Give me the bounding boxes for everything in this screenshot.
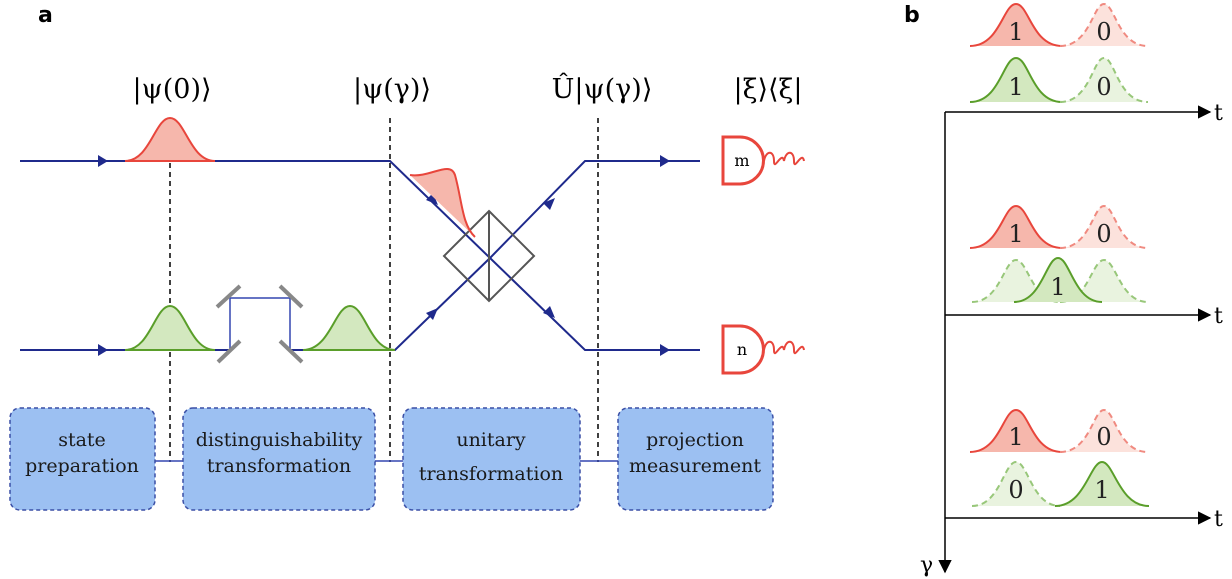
stage-1-line-2: preparation [25,455,139,477]
green-wavepacket-delayed [302,304,396,351]
row-1: 1 0 1 0 [969,2,1149,103]
stage-box-distinguishability: distinguishability transformation [182,407,376,511]
row1-red-dashed-pulse [1059,2,1149,47]
stage-2-line-2: transformation [207,455,351,477]
beam-arrows [98,155,670,356]
row2-red-solid-value: 1 [1008,220,1023,248]
time-axis-1-label: t [1214,101,1223,126]
row1-red-dashed-value: 0 [1096,18,1111,46]
detector-n: n [721,324,805,375]
row2-red-dashed-value: 0 [1096,220,1111,248]
row1-green-dashed-pulse [1059,56,1149,103]
arrow-diag-2 [426,308,438,320]
detector-m-label: m [734,151,749,170]
row-3: 1 0 0 1 [969,408,1150,507]
row1-green-solid-pulse [969,56,1063,103]
mirror-2 [278,284,304,309]
mirror-1 [215,284,242,309]
arrow-bottom-in [98,344,108,356]
delay-mirrors [215,284,304,364]
row3-red-dashed-pulse [1059,408,1149,453]
row1-green-dashed-value: 0 [1096,73,1111,101]
row3-green-dashed-pulse [971,460,1061,507]
mirror-4 [278,339,304,364]
row2-green-solid-value: 1 [1050,273,1065,301]
state-label-u-psi-gamma: Û|ψ(γ)⟩ [552,71,653,105]
row1-red-solid-pulse [969,2,1063,47]
detector-n-coil-icon [763,340,805,355]
state-label-projector: |ξ⟩⟨ξ| [733,74,802,105]
stage-2-line-1: distinguishability [196,429,363,451]
arrow-diag-4 [543,306,555,318]
green-wavepacket-input [124,304,216,351]
stage-4-line-2: measurement [629,455,761,477]
panel-b-label: b [904,3,920,28]
panel-a-label: a [38,3,53,28]
detector-m-coil-icon [763,151,805,166]
row3-green-dashed-value: 0 [1008,476,1023,504]
time-axis-3-label: t [1214,507,1223,532]
gamma-axis-label: γ [920,553,933,578]
row1-red-solid-value: 1 [1008,18,1023,46]
stage-3-line-1: unitary [456,429,526,451]
arrow-bottom-out [660,344,670,356]
row3-red-dashed-value: 0 [1096,423,1111,451]
row1-green-solid-value: 1 [1008,73,1023,101]
red-wavepacket-input [124,116,216,162]
row3-green-solid-pulse [1054,460,1150,507]
stage-3-line-2: transformation [419,463,563,485]
row3-red-solid-value: 1 [1008,423,1023,451]
stage-box-unitary: unitary transformation [402,407,581,511]
detector-m: m [721,135,805,186]
arrow-top-out [660,155,670,167]
arrow-diag-3 [543,198,555,210]
arrow-top-in [98,155,108,167]
red-wavepacket-splitter [409,168,476,238]
row2-red-solid-pulse [969,204,1063,249]
arrow-diag-1 [426,193,438,205]
mirror-3 [216,339,242,364]
stage-box-state-preparation: state preparation [9,407,156,511]
stage-4-line-1: projection [646,429,744,451]
row2-red-dashed-pulse [1059,204,1149,249]
dashed-guides [169,118,599,462]
detector-n-label: n [737,340,747,359]
row3-red-solid-pulse [969,408,1063,453]
stage-1-line-1: state [58,429,106,451]
beam-splitter [442,209,536,303]
stage-box-projection: projection measurement [617,407,774,511]
row2-green-solid-pulse [1013,256,1103,303]
row-2: 1 0 1 [969,204,1149,303]
row3-green-solid-value: 1 [1094,476,1109,504]
delay-loop [229,297,291,350]
state-label-psi0: |ψ(0)⟩ [132,74,211,105]
state-label-psi-gamma: |ψ(γ)⟩ [353,74,431,105]
time-axis-2-label: t [1214,304,1223,329]
